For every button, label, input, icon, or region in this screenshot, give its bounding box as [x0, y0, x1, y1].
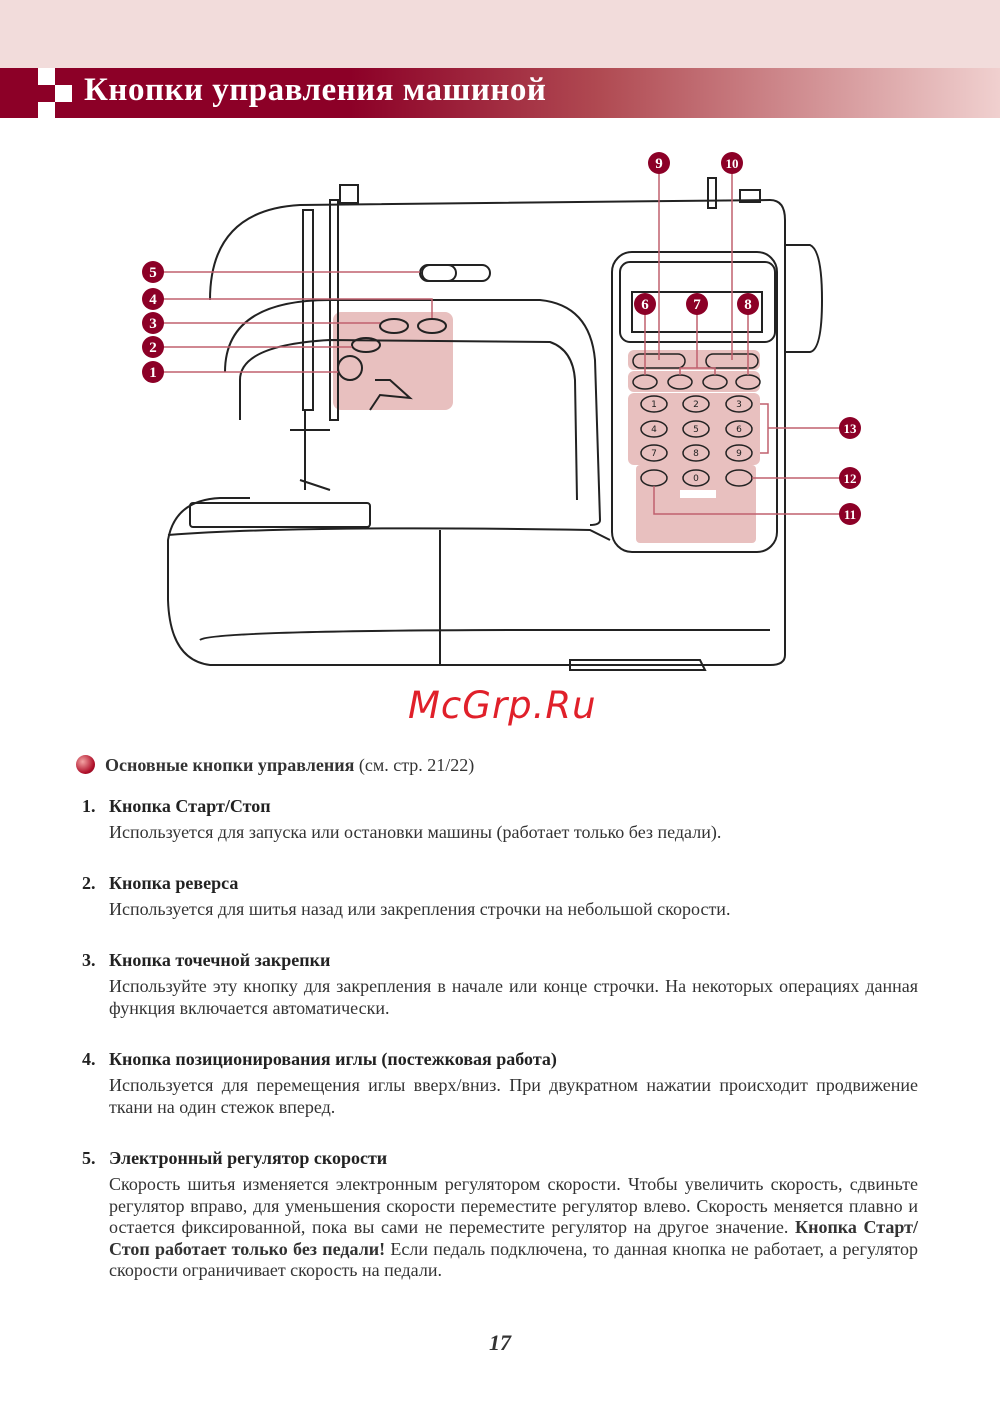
item-text: Используйте эту кнопку для закрепления в…: [109, 976, 918, 1018]
item-number: 1.: [82, 796, 96, 816]
callout-1: 1: [149, 365, 157, 381]
callout-2: 2: [149, 340, 157, 356]
list-item: 4. Кнопка позиционирования иглы (постежко…: [82, 1049, 918, 1118]
item-text-tail: Если педаль подключена, то данная кнопка…: [109, 1238, 918, 1281]
list-item: 3. Кнопка точечной закрепки Используйте э…: [82, 950, 918, 1019]
sewing-machine-diagram: 1 2 3 4 5 6 7 8 9 0 1 2 3 4 5 6 7 8 9 10: [142, 152, 861, 671]
decor-square: [55, 85, 72, 102]
key-0: 0: [693, 474, 699, 484]
page-number: 17: [489, 1330, 511, 1355]
key-8: 8: [693, 449, 699, 459]
list-item: 1. Кнопка Старт/Стоп Используется для зап…: [82, 796, 918, 844]
callout-13: 13: [844, 421, 858, 436]
item-title: Кнопка Старт/Стоп: [109, 796, 271, 816]
item-number: 3.: [82, 950, 96, 970]
item-title: Кнопка реверса: [109, 873, 239, 893]
callout-9: 9: [655, 156, 663, 172]
key-7: 7: [651, 449, 657, 459]
key-3: 3: [736, 400, 742, 410]
key-4: 4: [651, 425, 657, 435]
item-number: 4.: [82, 1049, 96, 1069]
page-title: Кнопки управления машиной: [84, 72, 547, 108]
callout-4: 4: [149, 292, 157, 308]
item-title: Электронный регулятор скорости: [109, 1148, 388, 1168]
intro-bold: Основные кнопки управления: [105, 755, 355, 775]
top-band: [0, 0, 1000, 68]
item-number: 5.: [82, 1148, 96, 1168]
title-bar: [0, 68, 1000, 118]
decor-square: [38, 68, 55, 85]
item-text-warning: Кнопка Старт/Стоп работает только без пе…: [109, 1217, 918, 1259]
bullet-icon: [76, 755, 95, 774]
item-title: Кнопка позиционирования иглы (постежкова…: [109, 1049, 557, 1069]
callout-6: 6: [641, 297, 649, 313]
callout-7: 7: [693, 297, 701, 313]
callout-12: 12: [844, 471, 857, 486]
item-text: Используется для перемещения иглы вверх/…: [109, 1075, 918, 1117]
key-5: 5: [693, 425, 699, 435]
key-6: 6: [736, 425, 742, 435]
intro-ref: (см. стр. 21/22): [354, 755, 475, 775]
section-intro: Основные кнопки управления (см. стр. 21/…: [76, 755, 474, 776]
callout-5: 5: [149, 265, 157, 281]
item-text: Используется для запуска или остановки м…: [109, 822, 722, 842]
key-9: 9: [736, 449, 742, 459]
decor-square: [38, 102, 55, 118]
key-2: 2: [693, 400, 699, 410]
callout-3: 3: [149, 316, 157, 332]
item-title: Кнопка точечной закрепки: [109, 950, 331, 970]
item-number: 2.: [82, 873, 96, 893]
item-text: Используется для шитья назад или закрепл…: [109, 899, 731, 919]
key-1: 1: [651, 400, 657, 410]
item-text-main: Скорость шитья изменяется электронным ре…: [109, 1174, 918, 1237]
callout-8: 8: [744, 297, 752, 313]
item-text: Скорость шитья изменяется электронным ре…: [109, 1174, 918, 1282]
callout-10: 10: [726, 156, 739, 171]
watermark: McGrp.Ru: [408, 684, 597, 727]
list-item: 5. Электронный регулятор скорости Скорост…: [82, 1148, 918, 1282]
callout-11: 11: [844, 507, 856, 522]
list-item: 2. Кнопка реверса Используется для шитья …: [82, 873, 918, 921]
